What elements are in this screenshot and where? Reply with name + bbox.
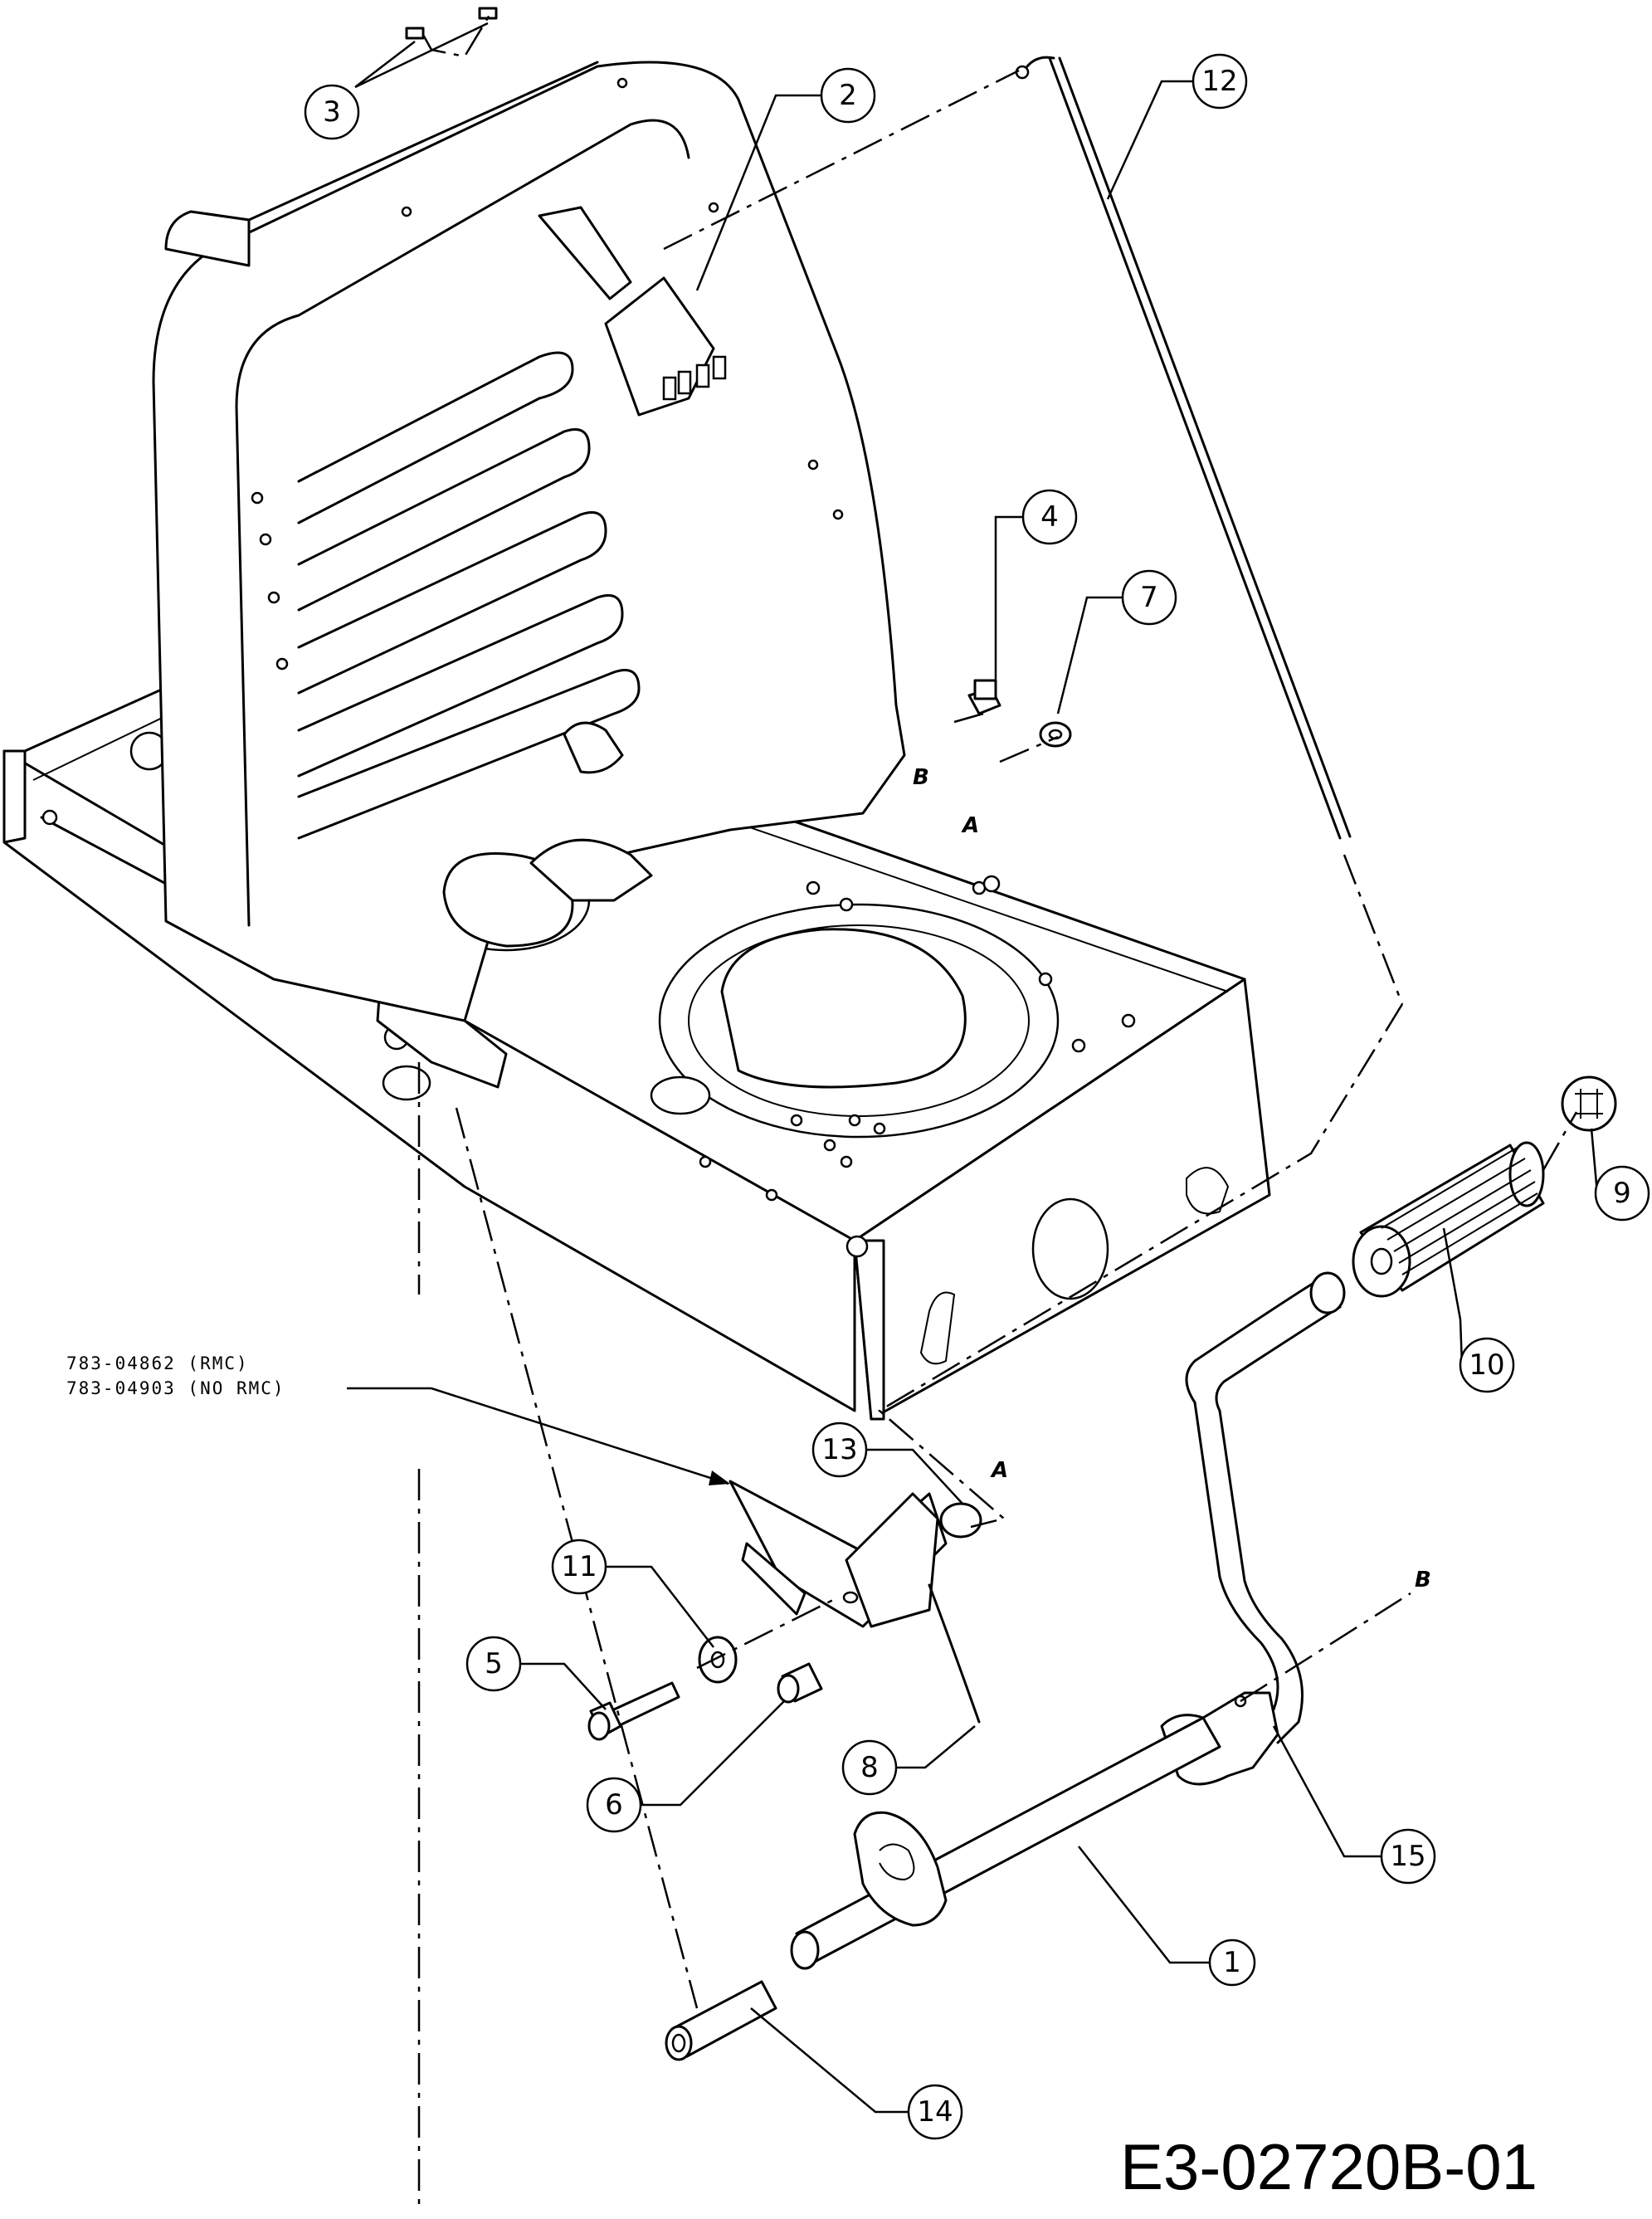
callouts: 1 2 3 4 5 6	[304, 22, 1650, 2140]
callout-13: 13	[811, 1422, 868, 1478]
callout-3: 3	[304, 84, 360, 140]
part-6-spacer	[777, 1662, 823, 1704]
callout-10-label: 10	[1469, 1348, 1504, 1382]
callout-14-label: 14	[917, 2095, 953, 2129]
part-15-lever	[1160, 1271, 1346, 1786]
part-3-screws	[405, 7, 498, 40]
fender-hood	[152, 61, 906, 1022]
callout-6-label: 6	[605, 1788, 623, 1822]
callout-13-label: 13	[821, 1433, 857, 1466]
part-number-note: 783-04862 (RMC) 783-04903 (NO RMC)	[66, 1353, 730, 1485]
callout-3-label: 3	[323, 95, 341, 129]
callout-12: 12	[1191, 53, 1248, 110]
part-note-line-2: 783-04903 (NO RMC)	[66, 1378, 285, 1398]
callout-11-label: 11	[561, 1550, 597, 1583]
callout-4: 4	[1021, 489, 1078, 545]
reference-marks: B A A B	[913, 765, 1431, 1592]
part-12-rod	[1015, 56, 1352, 840]
callout-7-label: 7	[1140, 581, 1158, 614]
drawing-id: E3-02720B-01	[1120, 2130, 1537, 2203]
callout-15: 15	[1380, 1828, 1436, 1885]
callout-8-label: 8	[860, 1751, 879, 1784]
callout-7: 7	[1121, 569, 1177, 626]
ref-mark-b-top: B	[913, 765, 929, 790]
callout-10: 10	[1459, 1337, 1515, 1393]
callout-8: 8	[841, 1739, 898, 1796]
callout-9-label: 9	[1613, 1177, 1631, 1210]
callout-11: 11	[551, 1539, 607, 1595]
callout-12-label: 12	[1201, 65, 1237, 98]
part-5-bolt	[587, 1681, 680, 1741]
part-1-shaft	[790, 1716, 1221, 1970]
part-7-nut	[1039, 721, 1072, 748]
part-brackets	[729, 1480, 982, 1724]
callout-2-label: 2	[839, 79, 857, 112]
part-10-grip	[1352, 1141, 1545, 1298]
callout-6: 6	[586, 1777, 642, 1833]
ref-mark-a-top: A	[961, 813, 979, 838]
part-11-washer	[698, 1636, 738, 1684]
part-4-stud	[967, 679, 1001, 715]
ref-mark-a-bottom: A	[990, 1458, 1008, 1483]
part-14-tube	[665, 1980, 777, 2061]
callout-9: 9	[1594, 1165, 1650, 1222]
callout-14: 14	[907, 2084, 963, 2140]
part-note-line-1: 783-04862 (RMC)	[66, 1353, 249, 1373]
callout-1: 1	[1208, 1939, 1256, 1987]
callout-5: 5	[465, 1636, 522, 1692]
callout-2: 2	[820, 67, 876, 124]
callout-15-label: 15	[1390, 1840, 1425, 1873]
part-9-cap	[1561, 1075, 1617, 1132]
callout-5-label: 5	[485, 1647, 503, 1680]
ref-mark-b-bottom: B	[1415, 1568, 1431, 1592]
callout-1-label: 1	[1223, 1946, 1241, 1979]
callout-4-label: 4	[1040, 500, 1059, 534]
seat-ribs	[297, 351, 641, 840]
